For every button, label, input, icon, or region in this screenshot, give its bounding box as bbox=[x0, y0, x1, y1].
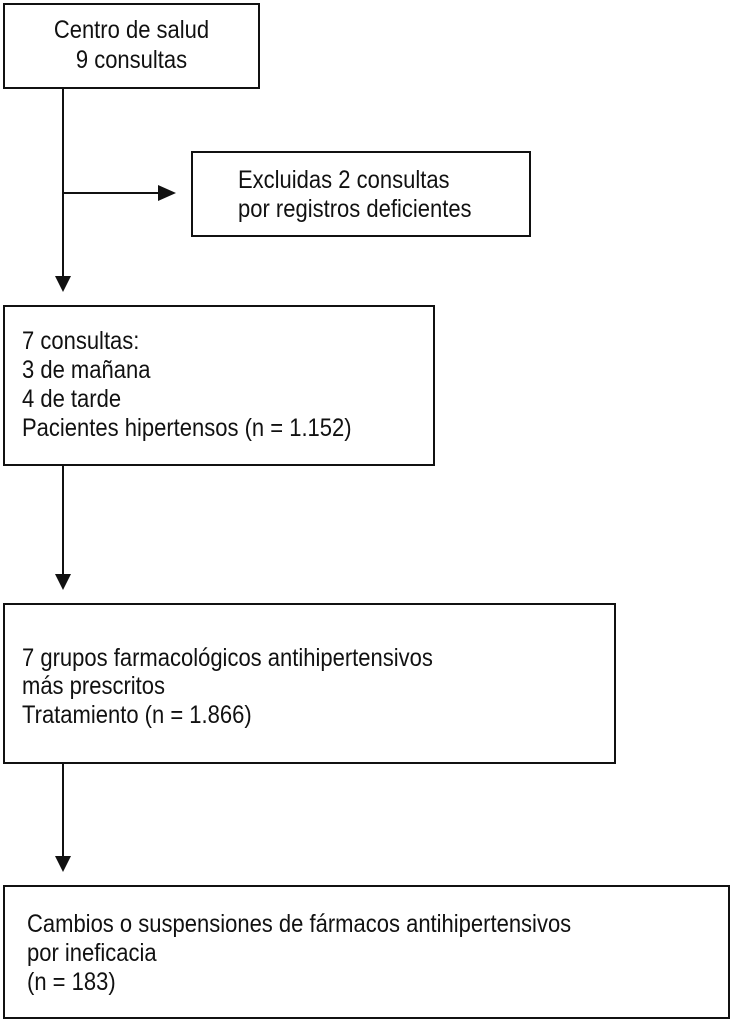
centro-line-1: Centro de salud bbox=[53, 16, 210, 44]
centro-line-2: 9 consultas bbox=[75, 46, 188, 74]
arrow-excluidas-head bbox=[158, 185, 176, 201]
grupos-line-3: Tratamiento (n = 1.866) bbox=[22, 701, 252, 729]
box-grupos-farmacologicos: 7 grupos farmacológicos antihipertensivo… bbox=[3, 603, 616, 764]
box-centro-de-salud: Centro de salud 9 consultas bbox=[3, 3, 260, 89]
consultas-line-4: Pacientes hipertensos (n = 1.152) bbox=[22, 414, 352, 442]
arrow-centro-consultas-head bbox=[55, 276, 71, 292]
box-excluidas: Excluidas 2 consultas por registros defi… bbox=[191, 151, 531, 237]
cambios-line-3: (n = 183) bbox=[27, 968, 116, 996]
consultas-line-2: 3 de mañana bbox=[22, 356, 151, 384]
excluidas-line-1: Excluidas 2 consultas bbox=[238, 166, 450, 194]
cambios-line-2: por ineficacia bbox=[27, 939, 157, 967]
cambios-line-1: Cambios o suspensiones de fármacos antih… bbox=[27, 910, 572, 938]
consultas-line-1: 7 consultas: bbox=[22, 327, 140, 355]
arrow-grupos-cambios-head bbox=[55, 856, 71, 872]
grupos-line-2: más prescritos bbox=[22, 672, 166, 700]
consultas-line-3: 4 de tarde bbox=[22, 385, 122, 413]
grupos-line-1: 7 grupos farmacológicos antihipertensivo… bbox=[22, 644, 433, 672]
excluidas-line-2: por registros deficientes bbox=[238, 195, 472, 223]
box-cambios-suspensiones: Cambios o suspensiones de fármacos antih… bbox=[3, 885, 730, 1019]
box-7-consultas: 7 consultas: 3 de mañana 4 de tarde Paci… bbox=[3, 305, 435, 466]
arrow-consultas-grupos-head bbox=[55, 574, 71, 590]
